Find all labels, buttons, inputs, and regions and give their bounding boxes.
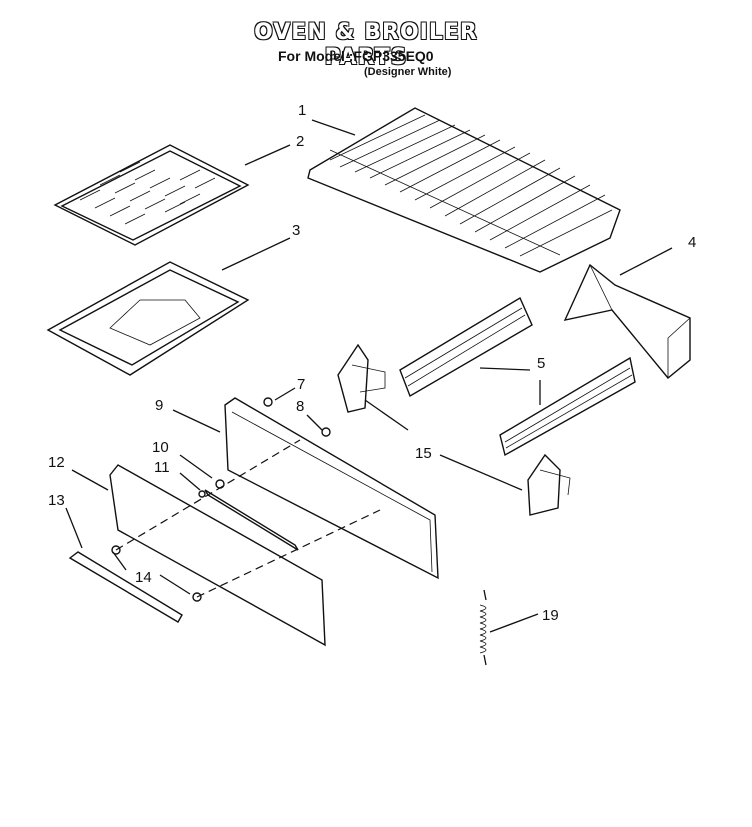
- slide-upper-part[interactable]: [399, 296, 533, 398]
- callout-5: 5: [537, 355, 545, 372]
- alignment-line-upper: [115, 439, 301, 551]
- callout-9: 9: [155, 397, 163, 414]
- spring-part[interactable]: [479, 589, 487, 666]
- alignment-line-lower: [196, 509, 381, 598]
- callout-7: 7: [297, 376, 305, 393]
- callout-19: 19: [542, 607, 559, 624]
- model-label: For Model :FGP335EQ0: [278, 48, 434, 64]
- callout-12: 12: [48, 454, 65, 471]
- callout-13: 13: [48, 492, 65, 509]
- callout-3: 3: [292, 222, 300, 239]
- inner-panel-part[interactable]: [224, 397, 439, 580]
- screw-7[interactable]: [263, 397, 273, 407]
- hinge-bracket-lower-part[interactable]: [527, 453, 571, 516]
- broiler-grid-part[interactable]: [53, 144, 250, 246]
- drawer-front-part[interactable]: [109, 464, 326, 647]
- leader-lines: [65, 119, 673, 633]
- broiler-pan-part[interactable]: [46, 261, 250, 376]
- hinge-bracket-upper-part[interactable]: [337, 343, 386, 413]
- slide-lower-part[interactable]: [499, 356, 636, 457]
- callout-2: 2: [296, 133, 304, 150]
- variant-label: (Designer White): [364, 66, 452, 78]
- page-title: OVEN & BROILER PARTS: [254, 20, 478, 70]
- callout-8: 8: [296, 398, 304, 415]
- callout-14: 14: [135, 569, 152, 586]
- callout-11: 11: [154, 459, 170, 476]
- callout-15: 15: [415, 445, 432, 462]
- bracket-part[interactable]: [563, 263, 691, 379]
- callout-1: 1: [298, 102, 306, 119]
- callout-10: 10: [152, 439, 169, 456]
- screw-8[interactable]: [321, 427, 331, 437]
- callout-4: 4: [688, 234, 696, 251]
- screw-11[interactable]: [198, 490, 206, 498]
- rod-part[interactable]: [204, 489, 299, 551]
- oven-rack-part[interactable]: [307, 107, 621, 273]
- handle-trim-part[interactable]: [68, 551, 183, 623]
